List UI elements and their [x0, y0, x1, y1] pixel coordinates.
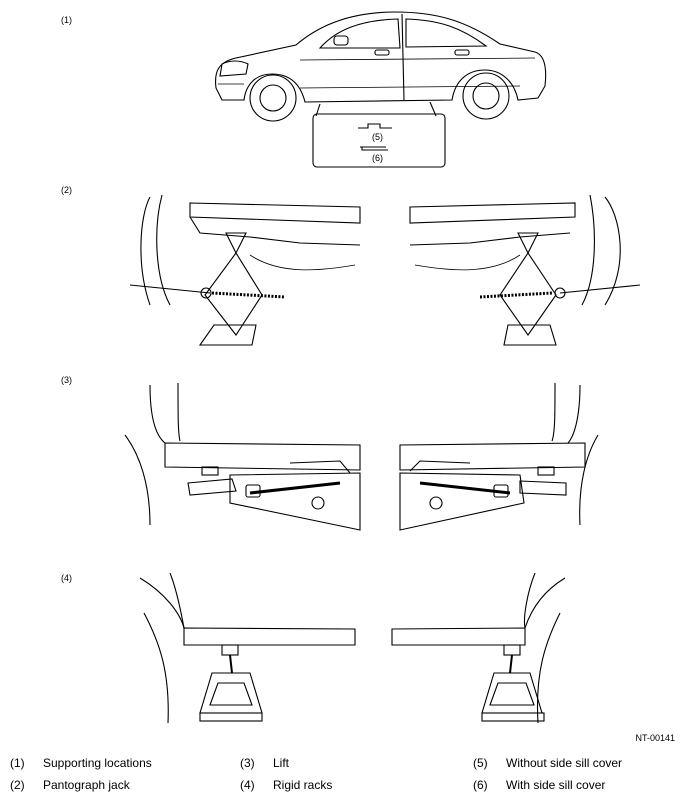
jack-left	[129, 194, 361, 346]
panel-label-1: (1)	[61, 15, 72, 25]
callout-6: (6)	[372, 153, 383, 163]
lift-left	[124, 382, 361, 531]
rack-left	[139, 573, 356, 724]
rigid-racks-view	[0, 573, 693, 733]
panel-label-3: (3)	[61, 375, 72, 385]
legend: (1) Supporting locations (2) Pantograph …	[10, 756, 623, 792]
panel-label-4: (4)	[61, 573, 72, 583]
jack-right	[409, 194, 641, 346]
lift-view	[0, 375, 693, 550]
panel-label-2: (2)	[61, 185, 72, 195]
car-side-view: (5) (6)	[0, 0, 693, 175]
rack-right	[391, 573, 566, 724]
figure-code: NT-00141	[635, 733, 675, 743]
lift-right	[399, 382, 599, 531]
callout-5: (5)	[372, 132, 383, 142]
pantograph-jack-view	[0, 185, 693, 360]
